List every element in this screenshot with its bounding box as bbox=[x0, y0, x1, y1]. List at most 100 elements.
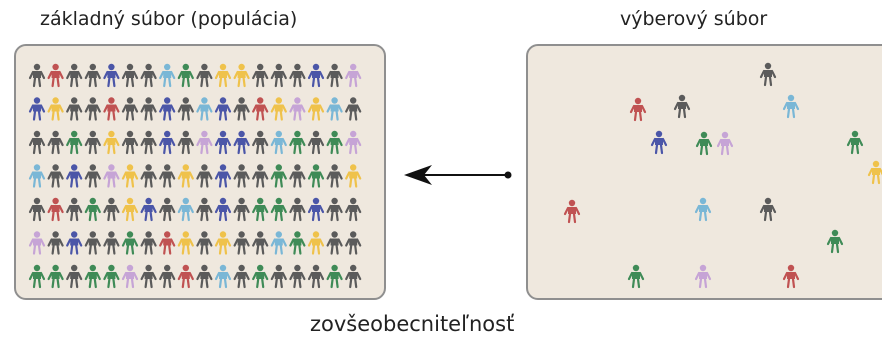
person-icon bbox=[694, 197, 712, 222]
sample-box bbox=[526, 44, 882, 300]
person-icon bbox=[121, 97, 139, 121]
person-icon bbox=[289, 197, 306, 222]
arrow-head bbox=[404, 165, 432, 185]
person-icon bbox=[66, 130, 83, 155]
person-icon bbox=[159, 197, 176, 222]
person-icon bbox=[846, 130, 864, 155]
person-icon bbox=[196, 130, 213, 155]
person-icon bbox=[289, 164, 306, 188]
person-icon bbox=[121, 231, 139, 255]
person-icon bbox=[84, 97, 101, 121]
person-icon bbox=[177, 264, 194, 289]
person-icon bbox=[326, 63, 343, 88]
person-icon bbox=[140, 130, 157, 155]
person-icon bbox=[307, 197, 325, 222]
person-icon bbox=[196, 97, 213, 121]
person-icon bbox=[326, 130, 343, 155]
person-icon bbox=[307, 63, 325, 88]
person-icon bbox=[826, 229, 844, 254]
person-icon bbox=[307, 130, 325, 155]
person-icon bbox=[270, 164, 287, 188]
person-icon bbox=[66, 264, 83, 289]
person-icon bbox=[47, 264, 64, 289]
person-icon bbox=[759, 197, 777, 222]
person-icon bbox=[673, 94, 691, 119]
person-icon bbox=[84, 264, 101, 289]
person-icon bbox=[252, 164, 269, 188]
person-icon bbox=[782, 264, 800, 289]
person-icon bbox=[345, 130, 362, 155]
person-icon bbox=[28, 231, 46, 255]
person-icon bbox=[867, 160, 882, 185]
person-icon bbox=[695, 131, 713, 156]
person-icon bbox=[84, 164, 101, 188]
person-icon bbox=[103, 164, 120, 188]
person-icon bbox=[270, 63, 287, 88]
person-icon bbox=[47, 97, 64, 121]
person-icon bbox=[140, 63, 157, 88]
person-icon bbox=[307, 97, 325, 121]
person-icon bbox=[47, 130, 64, 155]
person-icon bbox=[252, 231, 269, 255]
person-icon bbox=[103, 130, 120, 155]
sample-label: výberový súbor bbox=[620, 8, 768, 30]
person-icon bbox=[103, 63, 120, 88]
person-icon bbox=[47, 164, 64, 188]
person-icon bbox=[345, 231, 362, 255]
person-icon bbox=[47, 63, 64, 88]
person-icon bbox=[270, 97, 287, 121]
person-icon bbox=[159, 164, 176, 188]
person-icon bbox=[326, 97, 343, 121]
person-icon bbox=[84, 63, 101, 88]
person-icon bbox=[196, 231, 213, 255]
person-icon bbox=[28, 164, 46, 188]
person-icon bbox=[140, 97, 157, 121]
person-icon bbox=[159, 264, 176, 289]
person-icon bbox=[233, 164, 250, 188]
person-icon bbox=[233, 231, 250, 255]
person-icon bbox=[84, 130, 101, 155]
person-icon bbox=[140, 231, 157, 255]
person-icon bbox=[650, 130, 668, 155]
person-icon bbox=[326, 264, 343, 289]
person-icon bbox=[121, 264, 139, 289]
person-icon bbox=[233, 97, 250, 121]
person-icon bbox=[233, 197, 250, 222]
person-icon bbox=[140, 264, 157, 289]
person-icon bbox=[214, 97, 232, 121]
person-icon bbox=[47, 231, 64, 255]
person-icon bbox=[233, 130, 250, 155]
person-icon bbox=[159, 97, 176, 121]
person-icon bbox=[177, 231, 194, 255]
person-icon bbox=[214, 231, 232, 255]
person-icon bbox=[214, 197, 232, 222]
person-icon bbox=[177, 97, 194, 121]
person-icon bbox=[196, 164, 213, 188]
person-icon bbox=[103, 97, 120, 121]
person-icon bbox=[289, 97, 306, 121]
person-icon bbox=[103, 264, 120, 289]
person-icon bbox=[121, 63, 139, 88]
person-icon bbox=[177, 164, 194, 188]
person-icon bbox=[196, 63, 213, 88]
person-icon bbox=[252, 63, 269, 88]
person-icon bbox=[140, 197, 157, 222]
person-icon bbox=[214, 164, 232, 188]
generalization-label: zovšeobecniteľnosť bbox=[310, 312, 515, 336]
person-icon bbox=[759, 62, 777, 87]
person-icon bbox=[307, 231, 325, 255]
person-icon bbox=[345, 197, 362, 222]
person-icon bbox=[47, 197, 64, 222]
person-icon bbox=[28, 264, 46, 289]
person-icon bbox=[326, 231, 343, 255]
person-icon bbox=[563, 199, 581, 224]
person-icon bbox=[177, 63, 194, 88]
person-icon bbox=[66, 231, 83, 255]
person-icon bbox=[66, 197, 83, 222]
person-icon bbox=[345, 63, 362, 88]
person-icon bbox=[28, 130, 46, 155]
person-icon bbox=[214, 264, 232, 289]
person-icon bbox=[345, 264, 362, 289]
person-icon bbox=[629, 97, 647, 122]
